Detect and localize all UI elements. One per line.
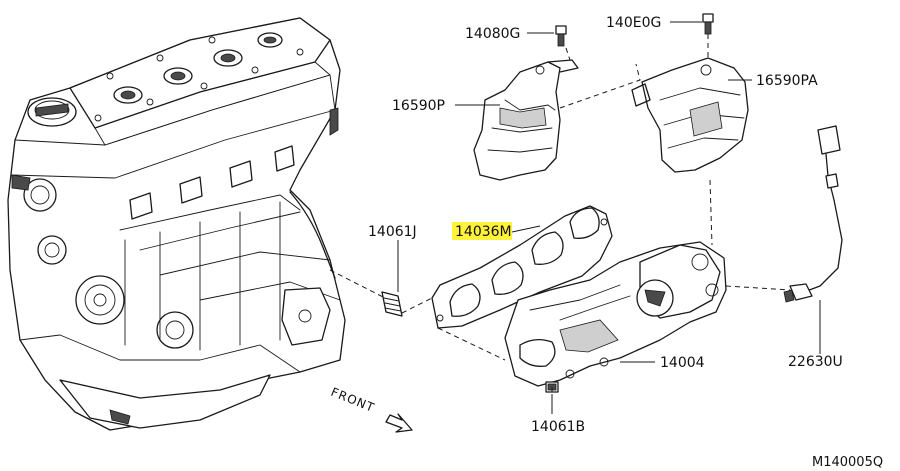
assembly-lines: [329, 34, 791, 392]
heat-shield-lower-drawing: [473, 59, 579, 181]
diagram-reference-code: M140005Q: [812, 455, 883, 470]
part-label-14080g-right[interactable]: 140E0G: [606, 15, 661, 31]
part-label-22630u[interactable]: 22630U: [788, 354, 843, 370]
spark-plug-wells: [113, 32, 283, 104]
part-label-14061j[interactable]: 14061J: [368, 224, 417, 240]
highlight-box: [452, 222, 512, 240]
part-label-14061b[interactable]: 14061B: [531, 419, 585, 435]
part-label-16590p[interactable]: 16590P: [392, 98, 445, 114]
leader-lines: [397, 21, 821, 414]
head-exhaust-ports: [129, 145, 295, 220]
exhaust-gasket-drawing: [431, 205, 613, 329]
heat-shield-upper-drawing: [631, 57, 749, 173]
part-label-14036m[interactable]: 14036M: [455, 224, 512, 240]
front-direction-label: FRONT: [329, 385, 377, 415]
oxygen-sensor-drawing: [783, 125, 843, 303]
part-label-16590pa[interactable]: 16590PA: [756, 73, 818, 89]
engine-block-drawing: [7, 17, 346, 431]
part-label-14080g-left[interactable]: 14080G: [465, 26, 520, 42]
bolt-left-drawing: [555, 25, 567, 47]
stud-bolt-drawing: [381, 291, 403, 317]
front-direction-arrow-icon: [385, 413, 413, 433]
exhaust-manifold-drawing: [504, 241, 727, 387]
bolt-right-drawing: [702, 13, 714, 35]
part-label-14004[interactable]: 14004: [660, 355, 705, 371]
